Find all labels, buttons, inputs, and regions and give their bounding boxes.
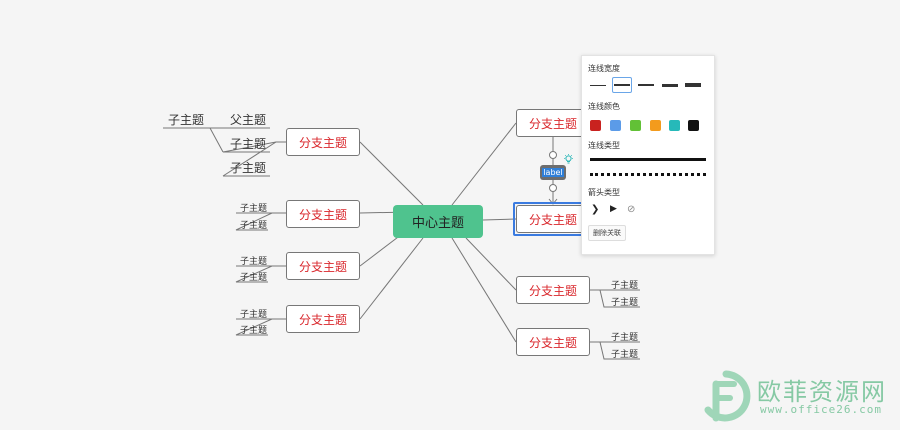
subtopic[interactable]: 子主题 <box>611 298 639 308</box>
relation-label[interactable]: label <box>540 165 566 180</box>
color-swatch-red[interactable] <box>590 120 601 131</box>
subtopic[interactable]: 子主题 <box>230 161 267 175</box>
line-color-title: 连线颜色 <box>588 102 620 111</box>
subtopic[interactable]: 子主题 <box>240 326 268 336</box>
subtopic[interactable]: 子主题 <box>240 204 268 214</box>
subtopic[interactable]: 子主题 <box>230 137 267 151</box>
parent-topic[interactable]: 父主题 <box>230 113 267 127</box>
center-topic[interactable]: 中心主题 <box>393 205 483 238</box>
line-width-option-2[interactable] <box>612 77 632 93</box>
branch-topic[interactable]: 分支主题 <box>516 328 590 356</box>
watermark-brand: 欧菲资源网 <box>757 378 887 406</box>
line-width-option-3[interactable] <box>636 77 656 93</box>
line-width-title: 连线宽度 <box>588 64 620 73</box>
arrow-filled-icon[interactable]: ▶ <box>610 204 617 214</box>
line-width-option-5[interactable] <box>683 77 703 93</box>
watermark-url: www.office26.com <box>760 403 882 416</box>
branch-topic[interactable]: 分支主题 <box>286 200 360 228</box>
subtopic[interactable]: 子主题 <box>240 221 268 231</box>
delete-relation-button[interactable]: 删除关联 <box>588 225 626 241</box>
arrow-open-icon[interactable]: ❯ <box>591 204 600 215</box>
arrow-none-icon[interactable]: ⊘ <box>627 204 636 215</box>
line-type-solid[interactable] <box>590 158 706 161</box>
branch-topic[interactable]: 分支主题 <box>286 252 360 280</box>
relation-label-text: label <box>542 168 564 177</box>
subtopic[interactable]: 子主题 <box>611 350 639 360</box>
line-width-option-4[interactable] <box>660 77 680 93</box>
line-width-option-1[interactable] <box>588 77 608 93</box>
branch-topic[interactable]: 分支主题 <box>516 109 590 137</box>
line-type-title: 连线类型 <box>588 141 620 150</box>
relation-control-handle[interactable] <box>549 151 557 159</box>
subtopic[interactable]: 子主题 <box>240 273 268 283</box>
color-swatch-blue[interactable] <box>610 120 621 131</box>
color-swatch-orange[interactable] <box>650 120 661 131</box>
line-type-dotted[interactable] <box>590 173 706 176</box>
subtopic[interactable]: 子主题 <box>611 333 639 343</box>
subtopic[interactable]: 子主题 <box>240 257 268 267</box>
branch-topic-selected[interactable]: 分支主题 <box>516 205 590 233</box>
color-swatch-green[interactable] <box>630 120 641 131</box>
subtopic[interactable]: 子主题 <box>168 113 205 127</box>
watermark-logo-icon <box>704 370 751 422</box>
color-swatch-teal[interactable] <box>669 120 680 131</box>
subtopic[interactable]: 子主题 <box>240 310 268 320</box>
lightbulb-icon[interactable] <box>563 154 574 165</box>
arrow-type-title: 箭头类型 <box>588 188 620 197</box>
relation-control-handle[interactable] <box>549 184 557 192</box>
relation-style-panel: 连线宽度 连线颜色 连线类型 箭头类型 ❯ ▶ ⊘ 删除关联 <box>581 55 715 255</box>
subtopic[interactable]: 子主题 <box>611 281 639 291</box>
branch-topic[interactable]: 分支主题 <box>286 305 360 333</box>
branch-topic[interactable]: 分支主题 <box>516 276 590 304</box>
color-swatch-black[interactable] <box>688 120 699 131</box>
branch-topic[interactable]: 分支主题 <box>286 128 360 156</box>
